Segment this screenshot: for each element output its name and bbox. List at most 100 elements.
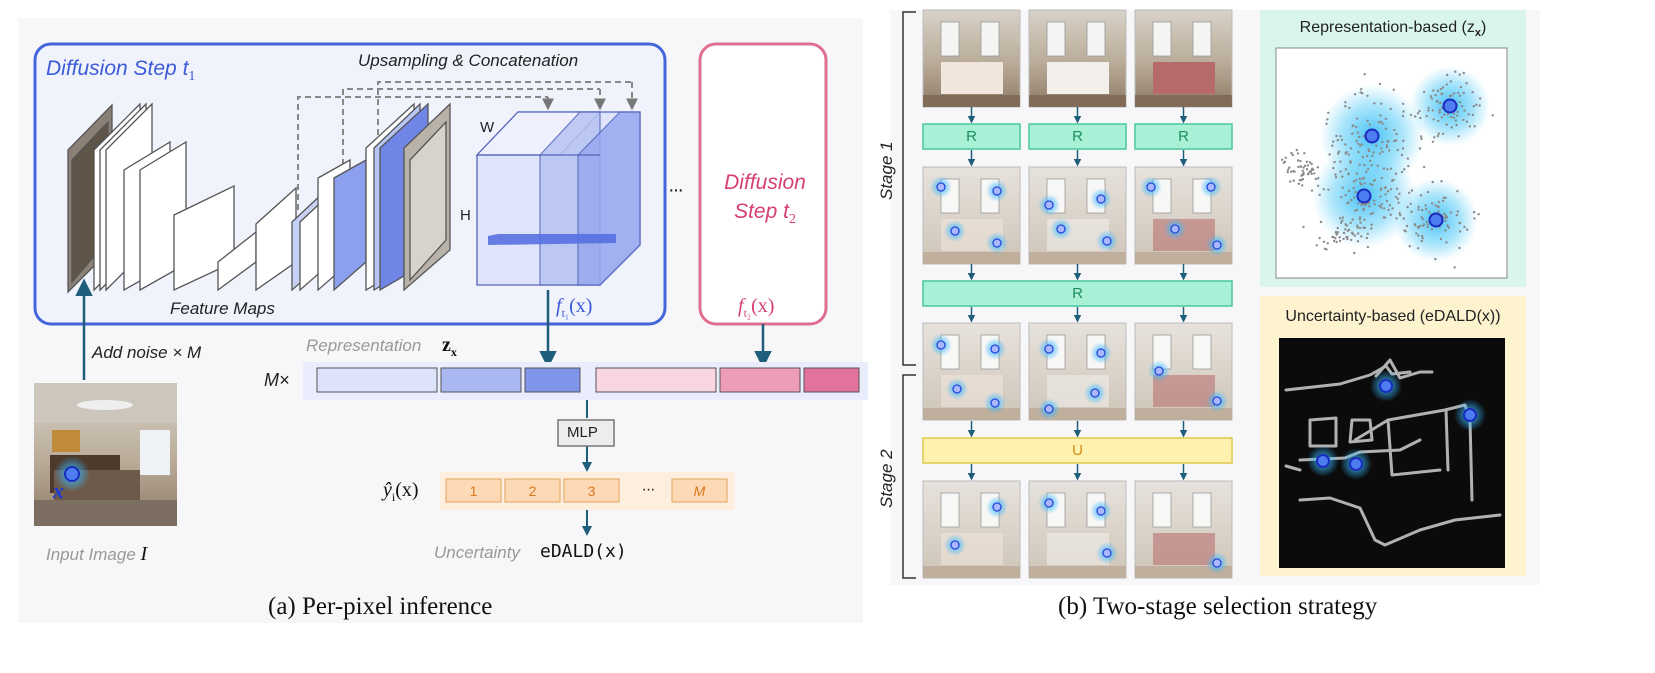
scatter-point — [1295, 148, 1299, 152]
stage-1-label: Stage 1 — [877, 141, 896, 200]
panel-a-caption: (a) Per-pixel inference — [268, 593, 493, 620]
scatter-point — [1402, 110, 1405, 113]
scatter-point — [1360, 203, 1363, 207]
scatter-point — [1334, 173, 1337, 176]
scatter-point — [1384, 117, 1388, 121]
scatter-point — [1363, 182, 1366, 185]
scatter-point — [1303, 164, 1307, 167]
scatter-point — [1465, 82, 1468, 85]
scatter-point — [1439, 101, 1442, 105]
scatter-point — [1417, 208, 1420, 211]
out-cell-3 — [563, 478, 620, 503]
add-noise-label: Add noise × M — [92, 343, 202, 362]
scatter-point — [1396, 197, 1400, 200]
selected-point-marker — [1206, 552, 1228, 574]
scatter-point — [1431, 140, 1435, 143]
scatter-point — [1391, 207, 1394, 210]
scatter-point — [1425, 115, 1428, 118]
f-t1-label: ft₁(x) — [556, 295, 593, 320]
scatter-point — [1410, 189, 1414, 192]
scatter-point — [1379, 120, 1383, 123]
selected-point-marker — [944, 534, 966, 556]
scatter-point — [1358, 163, 1361, 166]
scatter-point — [1349, 147, 1353, 150]
scatter-point — [1386, 190, 1390, 193]
scatter-point — [1288, 166, 1291, 169]
scatter-point — [1437, 132, 1441, 135]
out-cell-m-label: M — [693, 483, 706, 499]
stage-2-label: Stage 2 — [877, 449, 896, 508]
scatter-point — [1370, 223, 1373, 226]
scatter-point — [1452, 112, 1456, 115]
scatter-point — [1471, 113, 1475, 117]
scatter-point — [1301, 184, 1304, 187]
cluster-center — [1442, 98, 1458, 114]
scatter-point — [1432, 89, 1435, 92]
scatter-point — [1431, 202, 1434, 205]
scatter-point — [1408, 191, 1411, 194]
scatter-point — [1452, 116, 1455, 119]
scatter-point — [1372, 151, 1375, 154]
scatter-point — [1438, 109, 1441, 112]
selected-point-marker — [986, 496, 1008, 518]
scatter-point — [1299, 159, 1302, 163]
scatter-point — [1366, 94, 1369, 98]
r-box-merged — [922, 280, 1233, 307]
scatter-point — [1344, 143, 1347, 146]
scatter-point — [1301, 177, 1305, 181]
upsampling-connectors — [297, 81, 638, 210]
panel-b-caption: (b) Two-stage selection strategy — [1058, 593, 1378, 620]
scatter-point — [1360, 143, 1363, 146]
scatter-point — [1332, 239, 1336, 243]
scatter-point — [1347, 153, 1350, 156]
scatter-point — [1417, 205, 1420, 209]
scatter-point — [1351, 218, 1354, 221]
scatter-point — [1393, 139, 1396, 143]
scatter-point — [1355, 172, 1359, 175]
scatter-point — [1384, 186, 1387, 189]
scatter-point — [1477, 213, 1480, 216]
scatter-point — [1369, 159, 1372, 163]
repr-seg-1 — [316, 367, 438, 393]
repr-seg-2 — [440, 367, 522, 393]
selected-point-marker — [1090, 188, 1112, 210]
feature-maps — [67, 102, 451, 294]
selected-point-marker — [1038, 492, 1060, 514]
scatter-point — [1402, 139, 1405, 142]
scatter-point — [1347, 201, 1350, 204]
scatter-point — [1473, 125, 1476, 128]
scatter-point — [1356, 232, 1360, 235]
scatter-point — [1448, 94, 1452, 98]
scatter-point — [1409, 113, 1413, 117]
scatter-point — [1353, 234, 1357, 237]
scatter-point — [1445, 216, 1448, 219]
scatter-point — [1445, 123, 1448, 126]
scatter-point — [1336, 231, 1340, 234]
scatter-point — [1419, 224, 1422, 228]
scatter-point — [1318, 193, 1321, 196]
scatter-point — [1400, 170, 1404, 174]
scatter-point — [1368, 123, 1372, 126]
scatter-point — [1383, 216, 1387, 219]
scatter-point — [1419, 116, 1422, 120]
scatter-point — [1301, 169, 1305, 172]
scatter-point — [1354, 190, 1357, 194]
scatter-point — [1410, 210, 1413, 213]
scatter-point — [1377, 121, 1381, 124]
scatter-point — [1366, 119, 1369, 123]
w-label: W — [480, 119, 495, 136]
scatter-point — [1395, 132, 1398, 136]
out-ellipsis-label: ··· — [641, 481, 656, 498]
scatter-point — [1381, 122, 1384, 125]
scatter-point — [1436, 205, 1440, 208]
scatter-point — [1421, 234, 1424, 238]
scatter-point — [1394, 195, 1398, 199]
scatter-point — [1459, 85, 1463, 89]
scatter-point — [1346, 229, 1350, 232]
scatter-point — [1472, 211, 1476, 214]
scatter-point — [1458, 73, 1461, 76]
diffusion-step-2-label: Diffusion Step t2 — [724, 171, 806, 228]
scatter-point — [1362, 176, 1366, 180]
scatter-point — [1426, 190, 1430, 194]
scatter-point — [1422, 165, 1426, 169]
